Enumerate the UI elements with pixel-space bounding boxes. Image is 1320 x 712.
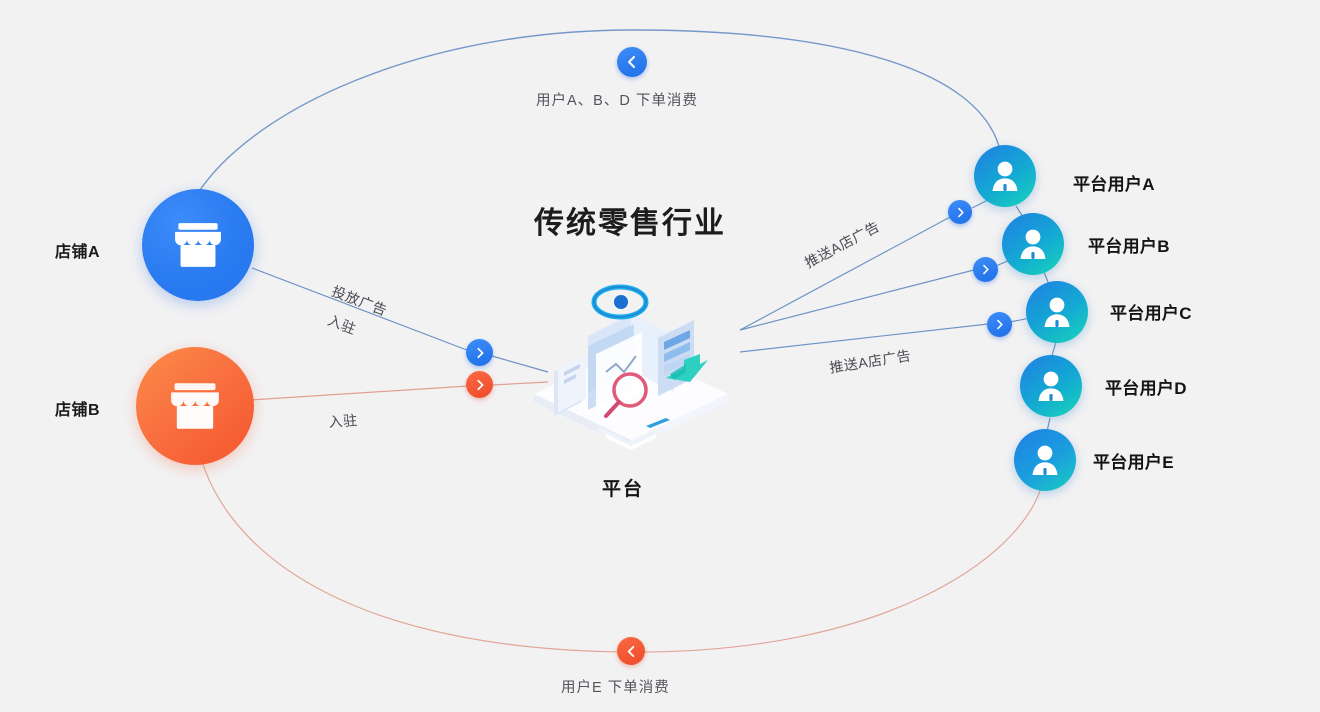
platform-label: 平台 [602, 479, 645, 500]
marker-bottom-arc[interactable] [617, 637, 645, 665]
edge-label-shop-b-join: 入驻 [328, 411, 359, 430]
person-avatar-icon [992, 161, 1018, 191]
shop-a-label: 店铺A [55, 244, 101, 261]
chevron-right-icon [957, 207, 964, 217]
user-d-node[interactable] [1020, 355, 1082, 417]
user-d-label: 平台用户D [1105, 379, 1187, 398]
page-title: 传统零售行业 [534, 207, 726, 240]
marker-shop-a-join[interactable] [466, 339, 493, 366]
storefront-icon [175, 223, 221, 267]
chevron-right-icon [997, 319, 1003, 330]
marker-push-a[interactable] [948, 200, 972, 224]
chevron-right-icon [476, 347, 483, 358]
edge-label-top-arc: 用户A、B、D 下单消费 [536, 93, 698, 109]
marker-shop-b-join[interactable] [466, 371, 493, 398]
user-c-label: 平台用户C [1110, 304, 1192, 323]
marker-push-c[interactable] [987, 312, 1012, 337]
user-b-label: 平台用户B [1088, 237, 1170, 256]
user-b-node[interactable] [1002, 213, 1064, 275]
marker-top-arc[interactable] [617, 47, 647, 77]
person-avatar-icon [1044, 297, 1070, 327]
user-a-node[interactable] [974, 145, 1036, 207]
shop-b-label: 店铺B [55, 402, 101, 419]
chevron-left-icon [627, 645, 634, 657]
person-avatar-icon [1020, 229, 1046, 259]
chevron-right-icon [983, 264, 989, 275]
marker-push-b[interactable] [973, 257, 998, 282]
user-e-label: 平台用户E [1093, 453, 1174, 472]
platform-monitor-icon [534, 284, 728, 450]
user-c-node[interactable] [1026, 281, 1088, 343]
shop-b-node[interactable] [136, 347, 254, 465]
edge-label-bottom-arc: 用户E 下单消费 [561, 680, 670, 696]
storefront-icon [171, 383, 219, 429]
shop-a-node[interactable] [142, 189, 254, 301]
person-avatar-icon [1032, 445, 1058, 475]
chevron-right-icon [476, 379, 483, 390]
chevron-left-icon [628, 56, 635, 68]
user-a-label: 平台用户A [1073, 175, 1155, 194]
user-e-node[interactable] [1014, 429, 1076, 491]
person-avatar-icon [1038, 371, 1064, 401]
